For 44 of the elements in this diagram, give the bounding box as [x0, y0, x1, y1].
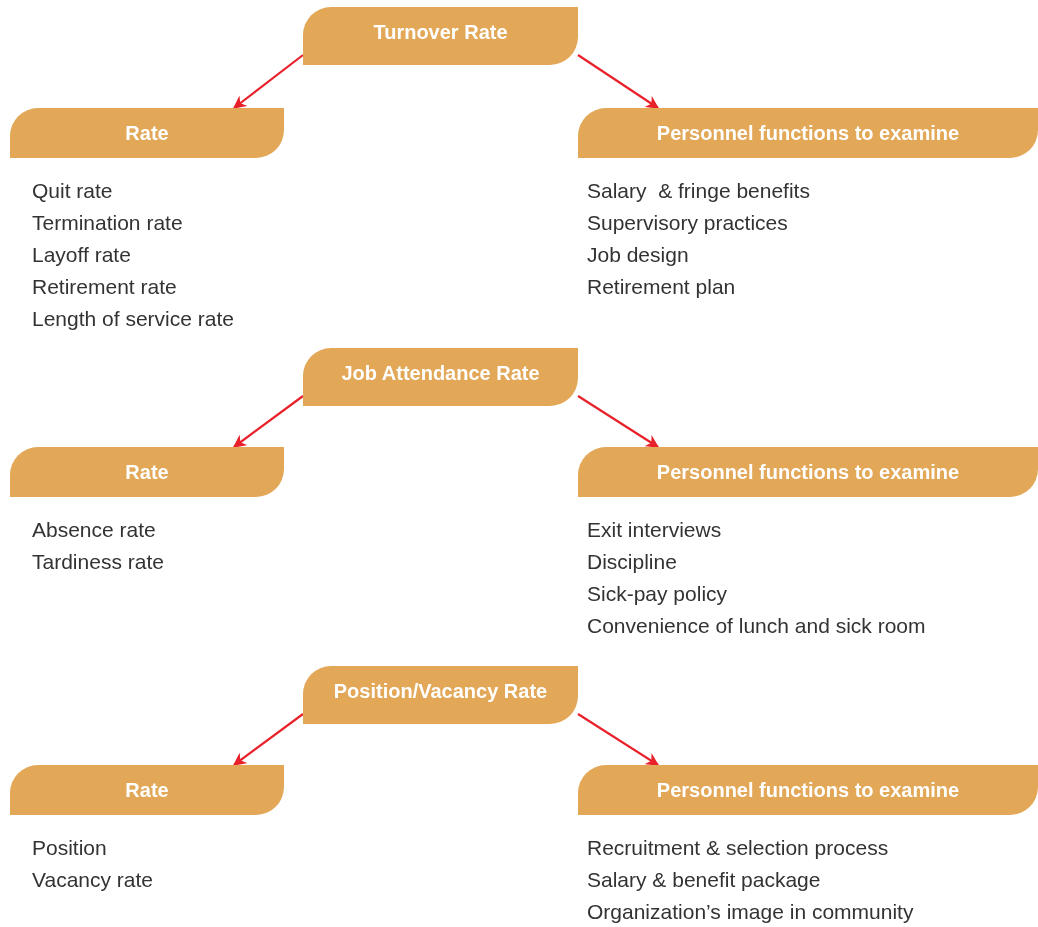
- heading-tab: [10, 765, 284, 815]
- category-tab: [303, 348, 578, 406]
- tab-title: Rate: [125, 460, 169, 484]
- list-item: Sick-pay policy: [587, 581, 729, 607]
- list-item: Recruitment & selection process: [587, 835, 890, 861]
- tab-title: Turnover Rate: [373, 20, 508, 44]
- list-item: Tardiness rate: [32, 549, 164, 575]
- category-tab: [303, 666, 578, 724]
- list-item: Termination rate: [32, 210, 184, 236]
- heading-tab: [10, 108, 284, 158]
- list-item: Quit rate: [32, 178, 114, 204]
- arrow: [577, 395, 660, 448]
- list-item: Salary & benefit package: [587, 867, 822, 893]
- category-tab: [303, 7, 578, 65]
- tab-title: Job Attendance Rate: [341, 361, 540, 385]
- list-item: Job design: [587, 242, 690, 268]
- list-item: Absence rate: [32, 517, 157, 543]
- arrow: [577, 713, 660, 766]
- tab-title: Position/Vacancy Rate: [333, 679, 548, 703]
- list-item: Discipline: [587, 549, 678, 575]
- arrow: [577, 54, 660, 109]
- list-item: Exit interviews: [587, 517, 723, 543]
- heading-tab: [10, 447, 284, 497]
- heading-tab: [578, 108, 1038, 158]
- tab-title: Rate: [125, 121, 169, 145]
- tab-title: Personnel functions to examine: [656, 460, 960, 484]
- list-item: Vacancy rate: [32, 867, 153, 893]
- list-item: Layoff rate: [32, 242, 132, 268]
- heading-tab: [578, 447, 1038, 497]
- list-item: Convenience of lunch and sick room: [587, 613, 926, 639]
- list-item: Salary & fringe benefits: [587, 178, 810, 204]
- list-item: Retirement plan: [587, 274, 737, 300]
- tab-title: Personnel functions to examine: [656, 121, 960, 145]
- list-item: Length of service rate: [32, 306, 234, 332]
- arrow: [232, 713, 304, 766]
- list-item: Retirement rate: [32, 274, 178, 300]
- arrow: [232, 54, 304, 109]
- list-item: Supervisory practices: [587, 210, 789, 236]
- heading-tab: [578, 765, 1038, 815]
- tab-title: Personnel functions to examine: [656, 778, 960, 802]
- list-item: Position: [32, 835, 108, 861]
- arrow: [232, 395, 304, 448]
- tab-title: Rate: [125, 778, 169, 802]
- list-item: Organization’s image in community: [587, 899, 914, 925]
